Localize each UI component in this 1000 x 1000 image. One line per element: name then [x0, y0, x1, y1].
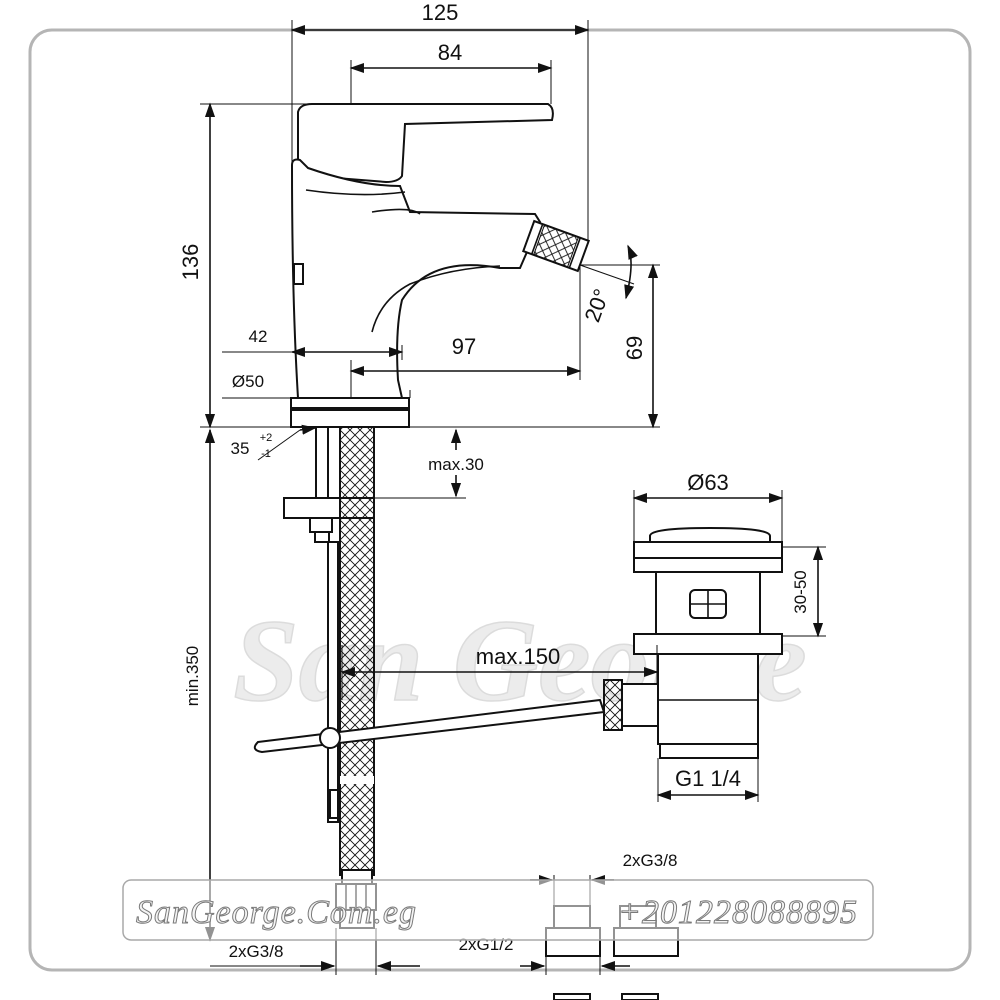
dim-base-diameter: Ø50 [232, 372, 264, 391]
dim-overall-width: 125 [422, 0, 459, 25]
dim-hose-thread: 2xG3/8 [229, 942, 284, 961]
popup-waste [603, 526, 783, 759]
dim-handle-offset: 84 [438, 40, 462, 65]
dim-rod-length: max.150 [476, 644, 560, 669]
frame [28, 28, 972, 972]
dim-valve-outlet-thread: 2xG3/8 [623, 851, 678, 870]
dim-hole-tol-plus: +2 [260, 432, 273, 444]
mixer-body [290, 103, 591, 428]
dim-waste-range: 30-50 [791, 570, 810, 613]
dim-waste-diameter: Ø63 [687, 470, 729, 495]
watermark-phone: +201228088895 [618, 894, 858, 931]
dim-hole-tol-minus: -1 [261, 448, 271, 460]
dim-spout-reach: 97 [452, 334, 476, 359]
dim-deck-thickness: max.30 [428, 455, 484, 474]
dim-overall-height: 136 [178, 244, 203, 281]
dim-spout-height: 69 [622, 336, 647, 360]
dim-hole-diameter: 35 [231, 439, 250, 458]
dim-base-offset: 42 [249, 327, 268, 346]
dim-waste-thread: G1 1/4 [675, 766, 741, 791]
watermark-website: SanGeorge.Com.eg [136, 894, 417, 931]
dim-spout-angle: 20° [580, 286, 615, 326]
watermark-banner [122, 879, 874, 941]
dim-hose-length: min.350 [183, 646, 202, 706]
